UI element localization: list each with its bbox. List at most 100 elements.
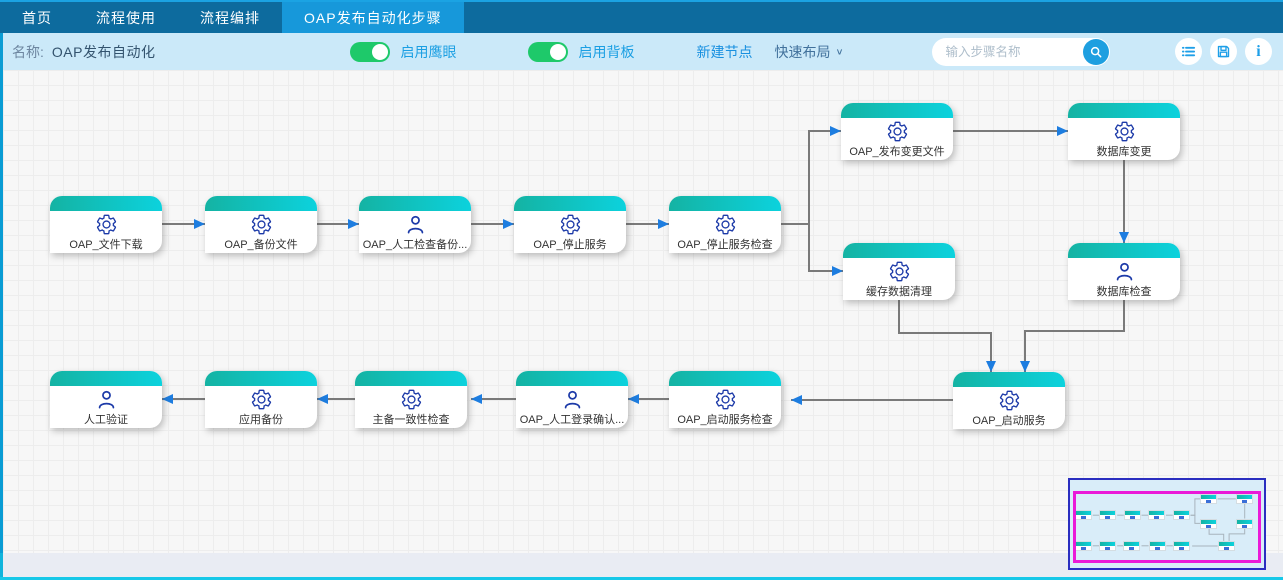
gear-icon [715,389,735,409]
flow-node-oap-start-service[interactable]: OAP_启动服务 [953,372,1065,429]
info-button[interactable]: i [1245,38,1272,65]
flow-node-oap-backup-file[interactable]: OAP_备份文件 [205,196,317,253]
edge-arrowhead [348,219,359,229]
node-header [516,371,628,386]
minimap[interactable] [1068,478,1266,570]
minimap-node [1235,518,1253,529]
node-header [669,196,781,211]
edge-arrowhead [986,361,996,372]
node-label: 人工验证 [84,414,128,426]
node-label: OAP_人工登录确认... [519,414,625,426]
flow-node-oap-manual-login-confirm[interactable]: OAP_人工登录确认... [516,371,628,428]
flow-node-oap-release-change-file[interactable]: OAP_发布变更文件 [841,103,953,160]
flow-node-oap-stop-service[interactable]: OAP_停止服务 [514,196,626,253]
node-header [841,103,953,118]
toggle-knob [372,43,389,60]
node-label: OAP_启动服务 [972,415,1046,427]
tab-oap-release-steps[interactable]: OAP发布自动化步骤 [282,2,464,33]
node-icon-wrap [1068,259,1180,283]
user-icon [1116,262,1132,281]
node-label: 应用备份 [239,414,283,426]
node-header [359,196,471,211]
node-icon-wrap [669,387,781,411]
edge-arrowhead [1057,126,1068,136]
toolbar: 名称: OAP发布自动化 启用鹰眼 启用背板 新建节点 快速布局 ∨ [0,33,1283,70]
user-icon [407,215,423,234]
eagle-eye-toggle[interactable] [350,41,391,62]
minimap-node [1172,540,1190,551]
node-icon-wrap [843,259,955,283]
node-icon-wrap [359,212,471,236]
node-label: OAP_启动服务检查 [677,414,773,426]
backboard-label: 启用背板 [578,43,635,60]
backboard-toggle[interactable] [528,41,569,62]
flow-node-primary-standby-check[interactable]: 主备一致性检查 [355,371,467,428]
quick-layout-dropdown[interactable]: 快速布局 ∨ [774,42,843,62]
node-icon-wrap [355,387,467,411]
edge-arrowhead [791,395,802,405]
minimap-node [1075,510,1092,521]
node-label: 主备一致性检查 [372,414,450,426]
node-icon-wrap [953,388,1065,412]
edge-arrowhead [1119,232,1129,243]
minimap-node [1199,494,1217,504]
toolbar-actions: i [1175,38,1272,65]
search-icon [1090,46,1101,57]
minimap-node [1123,540,1141,551]
minimap-node [1075,540,1092,551]
top-tab-bar: 首页 流程使用 流程编排 OAP发布自动化步骤 [0,0,1283,33]
node-header [1068,243,1180,258]
tab-process-orchestration[interactable]: 流程编排 [200,9,260,26]
search-button[interactable] [1082,38,1109,65]
minimap-node [1235,494,1253,504]
node-icon-wrap [514,212,626,236]
node-icon-wrap [205,387,317,411]
edge-arrowhead [628,394,639,404]
edge-arrowhead [1020,361,1030,372]
gear-icon [251,389,271,409]
canvas-bottom-border [0,577,1283,580]
tab-process-use[interactable]: 流程使用 [96,9,156,26]
flow-node-oap-manual-check-backup[interactable]: OAP_人工检查备份... [359,196,471,253]
gear-icon [999,390,1019,410]
list-button[interactable] [1175,38,1202,65]
flow-node-db-change[interactable]: 数据库变更 [1068,103,1180,160]
flow-canvas[interactable]: OAP_文件下载 OAP_备份文件 OAP_人工检查备份... OAP_停止服务… [0,70,1283,553]
backboard-toggle-group: 启用背板 [528,41,635,62]
edge-arrowhead [658,219,669,229]
tab-home[interactable]: 首页 [22,9,52,26]
gear-icon [251,214,271,234]
quick-layout-label: 快速布局 [774,43,831,60]
gear-icon [887,121,907,141]
search-box [931,37,1110,66]
edge-arrowhead [832,266,843,276]
edge-arrowhead [830,126,841,136]
node-header [1068,103,1180,118]
minimap-node [1123,510,1141,521]
flow-node-oap-file-download[interactable]: OAP_文件下载 [50,196,162,253]
gear-icon [560,214,580,234]
node-icon-wrap [669,212,781,236]
eagle-eye-toggle-group: 启用鹰眼 [350,41,456,62]
node-header [50,196,162,211]
node-icon-wrap [50,212,162,236]
save-button[interactable] [1210,38,1237,65]
minimap-content [1070,480,1264,568]
search-input[interactable] [945,44,1086,59]
flow-node-oap-stop-service-check[interactable]: OAP_停止服务检查 [669,196,781,253]
edge-arrowhead [317,394,328,404]
flow-node-manual-verify[interactable]: 人工验证 [50,371,162,428]
minimap-node [1217,541,1235,552]
node-header [514,196,626,211]
edge-lines [162,126,1129,405]
minimap-node [1099,510,1117,521]
flow-node-app-backup[interactable]: 应用备份 [205,371,317,428]
chevron-down-icon: ∨ [835,47,844,57]
flow-node-oap-start-service-check[interactable]: OAP_启动服务检查 [669,371,781,428]
flow-name-label: 名称: [12,43,44,60]
gear-icon [715,214,735,234]
flow-node-db-check[interactable]: 数据库检查 [1068,243,1180,300]
flow-node-cache-data-clean[interactable]: 缓存数据清理 [843,243,955,300]
node-label: OAP_人工检查备份... [362,239,468,251]
new-node-button[interactable]: 新建节点 [696,43,753,60]
